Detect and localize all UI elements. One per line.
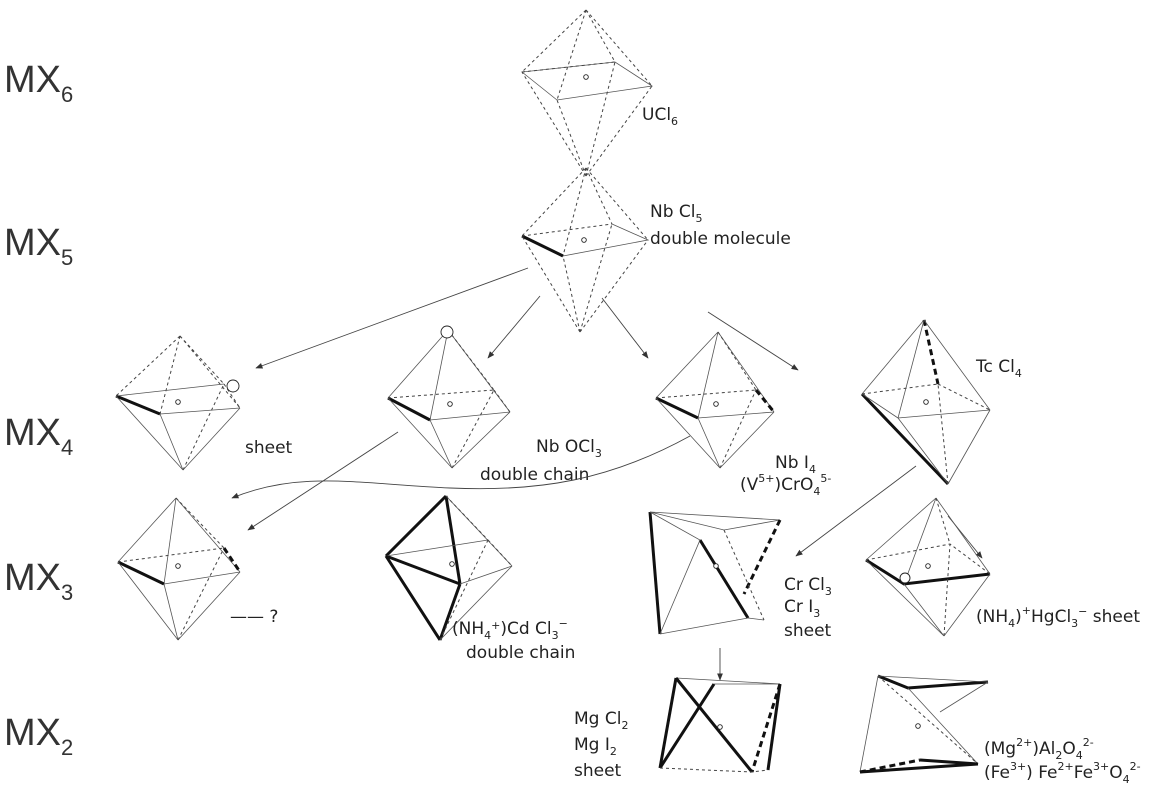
label-nbcl5-note: double molecule: [650, 229, 791, 249]
arrow-tccl4-to-crcl3: [795, 465, 917, 557]
octahedron-ucl6: [520, 9, 654, 177]
row-label-mx4: MX4: [4, 412, 73, 460]
label-nbocl3: Nb OCl3: [536, 437, 602, 460]
row-label-mx3: MX3: [4, 557, 73, 605]
row-label-mx2: MX2: [4, 712, 73, 760]
octahedron-nbocl3: [387, 325, 511, 469]
label-nh4cdcl3: (NH4+)Cd Cl3−: [452, 617, 568, 642]
label-sheet-1: sheet: [245, 438, 293, 458]
label-nbocl3-note: double chain: [480, 465, 589, 485]
label-question: —— ?: [230, 607, 278, 627]
label-nbcl5: Nb Cl5: [650, 202, 703, 225]
arrow-to-tccl4: [707, 311, 799, 371]
arrow-to-nbi4: [601, 297, 649, 359]
octahedron-mx4-sheet: [115, 335, 241, 471]
label-spinel-mg: (Mg2+)Al2O42-: [984, 736, 1094, 762]
octahedron-spinel: [859, 674, 989, 774]
octahedron-mx3-left: [117, 497, 242, 641]
label-nh4hgcl3: (NH4)+HgCl3− sheet: [976, 604, 1140, 630]
label-sheet-2: sheet: [784, 621, 832, 641]
octahedron-tccl4: [860, 319, 991, 486]
label-mgcl2: Mg Cl2: [574, 709, 628, 732]
row-label-mx6: MX6: [4, 59, 73, 107]
arrow-to-sheet: [255, 267, 529, 369]
label-tccl4: Tc Cl4: [975, 357, 1022, 380]
label-nbi4: Nb I4: [775, 453, 816, 476]
label-v5-cro4: (V5+)CrO45-: [740, 472, 831, 498]
arrow-to-nbocl3: [487, 295, 541, 359]
octahedron-mgcl2: [658, 677, 782, 773]
octahedron-nh4cdcl3: [384, 494, 513, 641]
label-mgi2: Mg I2: [574, 735, 617, 758]
octahedron-crcl3: [648, 511, 782, 635]
label-sheet-3: sheet: [574, 761, 622, 781]
label-cri3: Cr I3: [784, 597, 820, 620]
label-crcl3: Cr Cl3: [784, 575, 832, 598]
label-ucl6: UCl6: [642, 105, 678, 128]
octahedron-nbcl5: [521, 167, 650, 333]
label-spinel-fe: (Fe3+) Fe2+Fe3+O42-: [984, 760, 1141, 786]
octahedron-nbi4: [655, 331, 776, 469]
row-label-mx5: MX5: [4, 222, 73, 270]
octahedron-nh4hgcl3: [865, 497, 991, 637]
arrow-nbi4-to-mx3: [231, 435, 691, 499]
label-nh4cdcl3-note: double chain: [466, 643, 575, 663]
